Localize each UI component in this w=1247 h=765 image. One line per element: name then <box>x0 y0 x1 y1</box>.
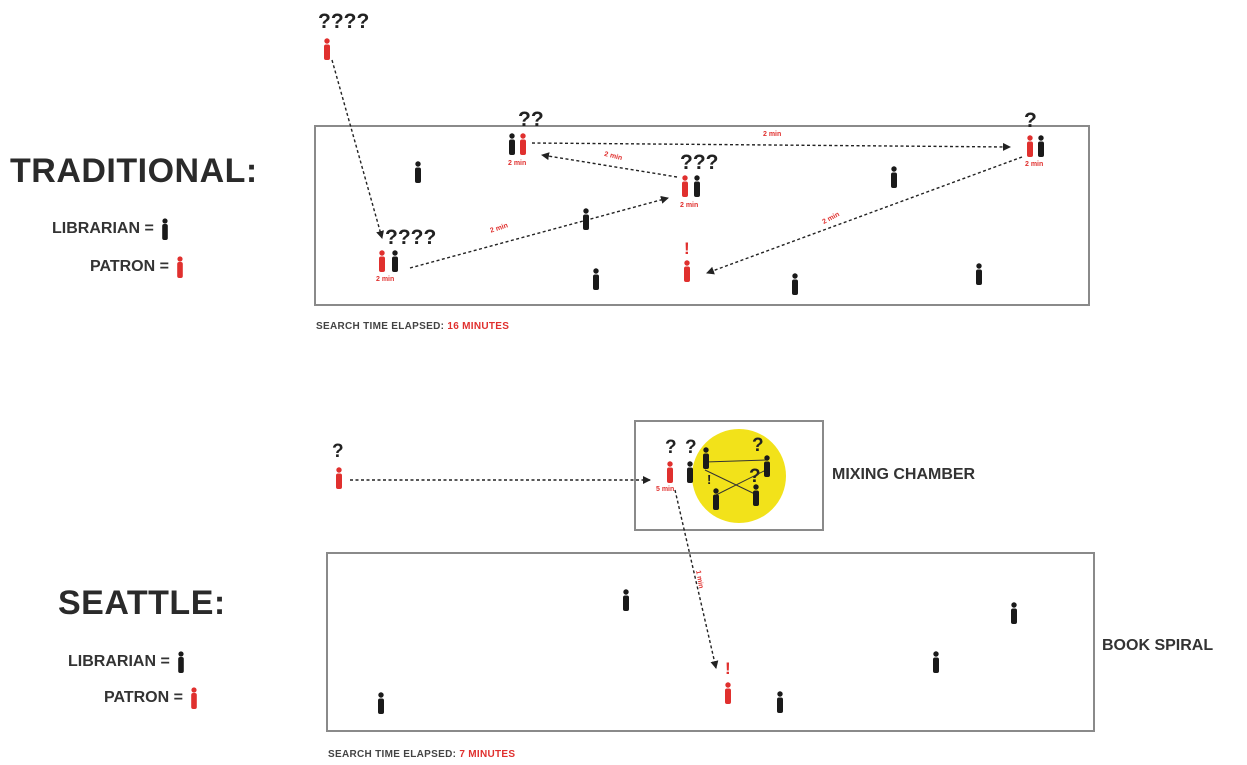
seattle-legend-patron: PATRON = <box>104 687 199 709</box>
seattle-entry-question: ? <box>332 441 344 462</box>
traditional-path-leg4 <box>706 156 1023 275</box>
seattle-chamber-lib2-question: ? <box>752 435 764 456</box>
traditional-stop4-time: 2 min <box>1025 161 1044 168</box>
traditional-entry-patron <box>324 38 330 60</box>
traditional-elapsed-value: 16 MINUTES <box>447 321 510 332</box>
seattle-chamber-time: 5 min <box>656 486 675 493</box>
librarian-icon <box>161 218 168 240</box>
traditional-stop2-patron <box>682 175 688 197</box>
librarian-icon <box>177 651 184 673</box>
traditional-legend-patron: PATRON = <box>90 256 185 278</box>
legend-librarian-label: LIBRARIAN = <box>52 220 154 237</box>
traditional-stop1-patron <box>379 250 385 272</box>
legend-librarian-label: LIBRARIAN = <box>68 653 170 670</box>
seattle-spiral-librarian <box>1011 602 1017 624</box>
traditional-stop3-patron <box>520 133 526 155</box>
mixing-interaction-line <box>704 459 768 463</box>
traditional-stop4-question: ? <box>1024 109 1037 132</box>
patron-icon <box>191 687 197 709</box>
traditional-idle-librarian <box>593 268 599 290</box>
traditional-stop1-librarian <box>392 250 398 272</box>
traditional-library-floor <box>314 125 1090 306</box>
traditional-stop3-time: 2 min <box>508 160 527 167</box>
seattle-chamber-lib1-question: ? <box>685 437 697 458</box>
traditional-found-patron <box>684 260 690 282</box>
traditional-stop2-question: ??? <box>680 151 719 174</box>
traditional-elapsed-label: SEARCH TIME ELAPSED: <box>316 321 445 332</box>
traditional-stop4-patron <box>1027 135 1033 157</box>
traditional-stop2-time: 2 min <box>680 202 699 209</box>
traditional-found-mark: ! <box>684 239 690 258</box>
traditional-stop1-question: ???? <box>385 226 437 249</box>
book-spiral-label: BOOK SPIRAL <box>1102 637 1214 654</box>
traditional-title: TRADITIONAL: <box>10 152 258 190</box>
traditional-path-leg3 <box>531 142 1011 151</box>
traditional-idle-librarian <box>792 273 798 295</box>
traditional-idle-librarian <box>976 263 982 285</box>
legend-patron-label: PATRON = <box>90 258 169 275</box>
seattle-spiral-librarian <box>777 691 783 713</box>
seattle-elapsed-label: SEARCH TIME ELAPSED: <box>328 749 457 760</box>
seattle-spiral-librarian <box>933 651 939 673</box>
book-spiral-area <box>326 552 1095 732</box>
traditional-idle-librarian <box>415 161 421 183</box>
seattle-chamber-lib3-question: ? <box>749 466 761 487</box>
traditional-path-leg1 <box>409 195 669 269</box>
seattle-chamber-librarian <box>687 461 693 483</box>
mixing-interaction-line <box>704 469 758 496</box>
seattle-chamber-librarian <box>713 488 719 510</box>
traditional-stop1-time: 2 min <box>376 276 395 283</box>
traditional-entry-question: ???? <box>318 10 370 33</box>
traditional-path-leg2 <box>541 152 678 178</box>
patron-icon <box>177 256 183 278</box>
legend-patron-label: PATRON = <box>104 689 183 706</box>
traditional-idle-librarian <box>583 208 589 230</box>
seattle-chamber-exclamation: ! <box>707 472 712 487</box>
seattle-title: SEATTLE: <box>58 584 226 622</box>
mixing-chamber-label: MIXING CHAMBER <box>832 466 976 483</box>
seattle-spiral-librarian <box>378 692 384 714</box>
seattle-found-mark: ! <box>725 659 731 678</box>
traditional-stop4-librarian <box>1038 135 1044 157</box>
seattle-found-patron <box>725 682 731 704</box>
traditional-idle-librarian <box>891 166 897 188</box>
seattle-legend-librarian: LIBRARIAN = <box>68 651 186 673</box>
traditional-stop2-librarian <box>694 175 700 197</box>
seattle-spiral-librarian <box>623 589 629 611</box>
traditional-legend-librarian: LIBRARIAN = <box>52 218 170 240</box>
seattle-elapsed: SEARCH TIME ELAPSED: 7 MINUTES <box>328 749 515 760</box>
seattle-elapsed-value: 7 MINUTES <box>459 749 516 760</box>
traditional-stop3-librarian <box>509 133 515 155</box>
seattle-chamber-librarian <box>753 484 759 506</box>
traditional-stop3-question: ?? <box>518 108 544 131</box>
seattle-chamber-librarian <box>703 447 709 469</box>
seattle-entry-patron <box>336 467 342 489</box>
traditional-leg3-time: 2 min <box>763 131 782 138</box>
seattle-chamber-patron-question: ? <box>665 437 677 458</box>
traditional-elapsed: SEARCH TIME ELAPSED: 16 MINUTES <box>316 321 509 332</box>
seattle-path-descent <box>674 489 719 669</box>
seattle-chamber-patron <box>667 461 673 483</box>
seattle-chamber-librarian <box>764 455 770 477</box>
mixing-interaction-line <box>715 469 767 496</box>
traditional-path-entry <box>331 59 384 239</box>
